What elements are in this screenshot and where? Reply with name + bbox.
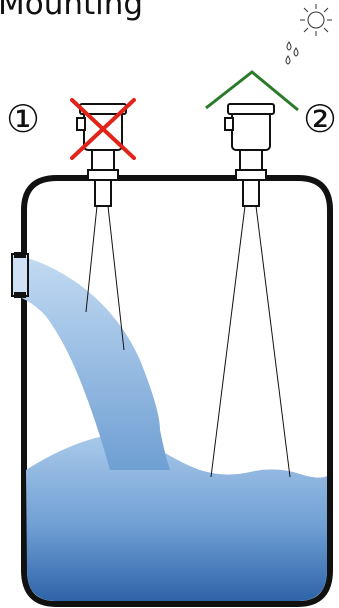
- protective-roof-icon: [205, 70, 299, 112]
- rain-drops-icon: [285, 41, 299, 65]
- marker-1: ①: [6, 97, 41, 141]
- beam-cone-2: [210, 205, 291, 478]
- inlet-pipe: [11, 253, 29, 297]
- page-title: Mounting: [0, 0, 144, 22]
- sensor-2: [224, 103, 275, 207]
- liquid-level: [26, 435, 327, 601]
- cross-mark-icon: [70, 98, 136, 160]
- sun-icon: [300, 4, 332, 36]
- beam-cone-1: [85, 205, 125, 351]
- marker-2: ②: [303, 97, 338, 141]
- inflow-stream: [16, 256, 170, 470]
